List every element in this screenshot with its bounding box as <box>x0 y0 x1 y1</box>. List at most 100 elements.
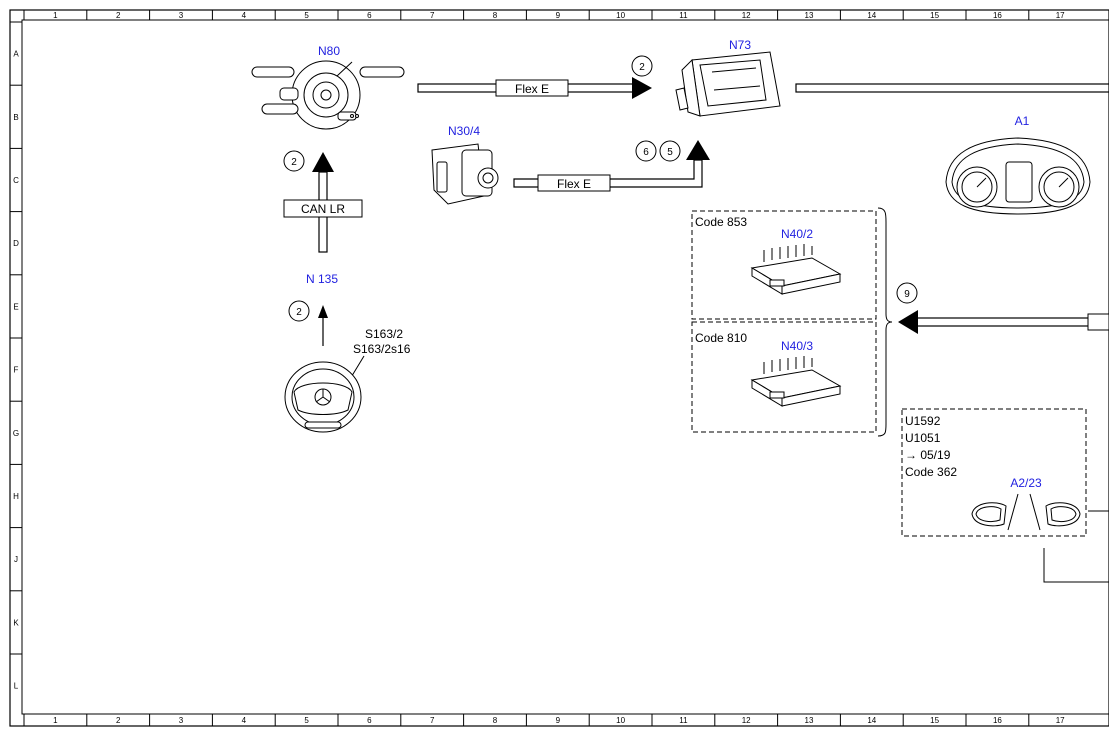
a2-23-label[interactable]: A2/23 <box>1010 476 1042 490</box>
grid-row-label: D <box>13 239 19 248</box>
code-853-label: Code 853 <box>695 215 747 229</box>
a1-component[interactable]: A1 <box>945 114 1091 215</box>
a2-line-1: U1592 <box>905 414 941 428</box>
grid-col-label: 5 <box>304 716 309 725</box>
grid-col-label: 13 <box>805 716 814 725</box>
a2-line-3: → 05/19 <box>905 448 951 462</box>
grid-col-label: 1 <box>53 11 58 20</box>
grid-col-label: 10 <box>616 11 625 20</box>
n73-outgoing-bus <box>795 83 1109 93</box>
grid-col-label: 2 <box>116 11 121 20</box>
can-lr-label: CAN LR <box>301 202 345 216</box>
n135-label[interactable]: N 135 <box>306 272 338 286</box>
grid-row-label: K <box>13 618 19 627</box>
grid-col-label: 3 <box>179 11 184 20</box>
grid-col-label: 8 <box>493 11 498 20</box>
a2-23-group: U1592 U1051 → 05/19 Code 362 A2/23 <box>901 408 1087 537</box>
n40-input-bus: 9 <box>896 282 1109 334</box>
circle-n80-in: 2 <box>291 157 297 168</box>
grid-col-label: 15 <box>930 716 939 725</box>
a2-line-2: U1051 <box>905 431 941 445</box>
code-853-group: Code 853 N40/2 <box>691 210 877 320</box>
n80-component[interactable]: N80 <box>251 44 405 130</box>
n40-2-icon <box>750 244 842 295</box>
n30-4-label: N30/4 <box>448 124 480 138</box>
grid-col-label: 10 <box>616 716 625 725</box>
grid-rows-left: A B C D E F G H J K L <box>10 21 22 691</box>
n73-component[interactable]: N73 <box>675 38 781 117</box>
grid-col-label: 11 <box>679 716 688 725</box>
grid-col-label: 6 <box>367 11 372 20</box>
a2-23-outgoing-line <box>1043 548 1109 583</box>
circle-n40-in: 9 <box>904 289 910 300</box>
flex-e-bus-top: Flex E 2 <box>417 55 653 99</box>
code-810-label: Code 810 <box>695 331 747 345</box>
steering-wheel-icon <box>284 361 362 433</box>
n40-2-label[interactable]: N40/2 <box>781 227 813 241</box>
a2-23-mirrors-icon <box>971 493 1081 531</box>
a1-label: A1 <box>1015 114 1030 128</box>
grid-col-label: 13 <box>805 11 814 20</box>
grid-row-label: E <box>13 302 18 311</box>
n80-icon <box>251 60 405 130</box>
grid-row-label: L <box>14 682 19 691</box>
n73-label: N73 <box>729 38 751 52</box>
steering-wheel-component[interactable]: S163/2 S163/2s16 <box>284 327 411 433</box>
grid-col-label: 9 <box>556 716 561 725</box>
circle-n30-5: 5 <box>667 147 673 158</box>
grid-col-label: 11 <box>679 11 688 20</box>
grid-col-label: 15 <box>930 11 939 20</box>
frame-inner <box>21 19 1109 715</box>
flex-e-bus-mid: Flex E 6 5 <box>513 140 710 192</box>
grid-row-label: G <box>13 429 19 438</box>
n80-label: N80 <box>318 44 340 58</box>
switch-label-1: S163/2 <box>365 327 403 341</box>
circle-n135-in: 2 <box>296 307 302 318</box>
grid-row-label: H <box>13 492 19 501</box>
grid-col-label: 16 <box>993 11 1002 20</box>
grid-row-label: B <box>13 113 18 122</box>
n30-4-component[interactable]: N30/4 <box>431 124 499 205</box>
grid-row-label: C <box>13 176 19 185</box>
grid-col-label: 5 <box>304 11 309 20</box>
switch-label-2: S163/2s16 <box>353 342 411 356</box>
circle-n30-6: 6 <box>643 147 649 158</box>
grid-col-label: 1 <box>53 716 58 725</box>
a1-icon <box>945 137 1091 215</box>
group-brace <box>877 207 893 437</box>
grid-row-label: F <box>14 366 19 375</box>
flex-e-mid-label: Flex E <box>557 177 591 191</box>
circle-n73-in: 2 <box>639 62 645 73</box>
can-lr-bus: CAN LR 2 <box>283 150 363 253</box>
grid-col-label: 14 <box>867 11 876 20</box>
grid-col-label: 17 <box>1056 11 1065 20</box>
frame-outer <box>9 9 1109 727</box>
grid-row-label: J <box>14 555 18 564</box>
grid-col-label: 2 <box>116 716 121 725</box>
n30-4-icon <box>431 143 499 205</box>
grid-col-label: 6 <box>367 716 372 725</box>
grid-col-label: 16 <box>993 716 1002 725</box>
a2-line-4: Code 362 <box>905 465 957 479</box>
n135-input-arrow: 2 <box>288 300 328 346</box>
grid-col-label: 9 <box>556 11 561 20</box>
code-810-group: Code 810 N40/3 <box>691 321 877 433</box>
grid-col-label: 8 <box>493 716 498 725</box>
grid-col-label: 7 <box>430 11 435 20</box>
n73-icon <box>675 51 781 117</box>
flex-e-top-label: Flex E <box>515 82 549 96</box>
grid-col-label: 4 <box>242 11 247 20</box>
grid-col-label: 14 <box>867 716 876 725</box>
grid-row-label: A <box>13 50 19 59</box>
n40-3-label[interactable]: N40/3 <box>781 339 813 353</box>
grid-col-label: 12 <box>742 11 751 20</box>
n40-3-icon <box>750 356 842 407</box>
grid-col-label: 7 <box>430 716 435 725</box>
grid-col-label: 17 <box>1056 716 1065 725</box>
grid-col-label: 4 <box>242 716 247 725</box>
grid-col-label: 3 <box>179 716 184 725</box>
grid-col-label: 12 <box>742 716 751 725</box>
